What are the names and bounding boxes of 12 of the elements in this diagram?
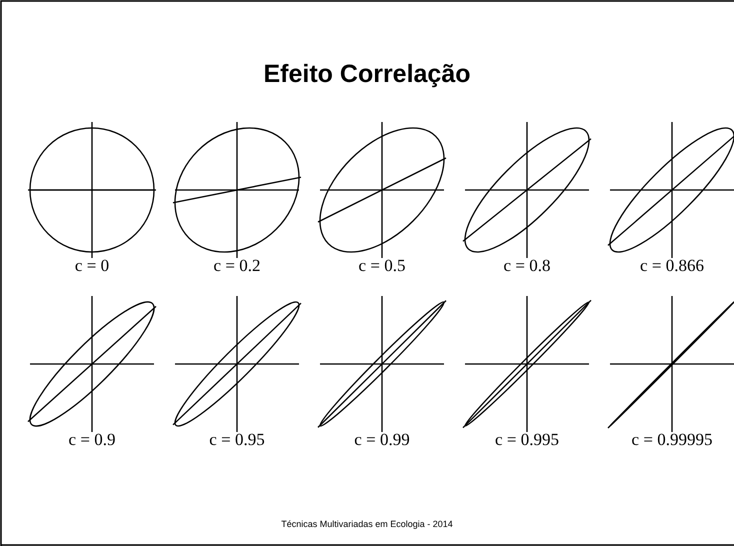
correlation-label: c = 0.2	[214, 256, 260, 276]
correlation-label: c = 0.99	[354, 430, 410, 450]
correlation-label: c = 0.8	[504, 256, 550, 276]
correlation-label: c = 0.99995	[632, 430, 712, 450]
slide-title: Efeito Correlação	[264, 60, 470, 89]
correlation-label: c = 0.9	[68, 430, 116, 450]
correlation-label: c = 0.95	[209, 430, 265, 450]
correlation-label: c = 0	[74, 256, 110, 276]
correlation-label: c = 0.5	[358, 256, 406, 276]
correlation-label: c = 0.866	[640, 256, 704, 276]
footer-text: Técnicas Multivariadas em Ecologia - 2014	[281, 519, 453, 529]
correlation-label: c = 0.995	[495, 430, 559, 450]
